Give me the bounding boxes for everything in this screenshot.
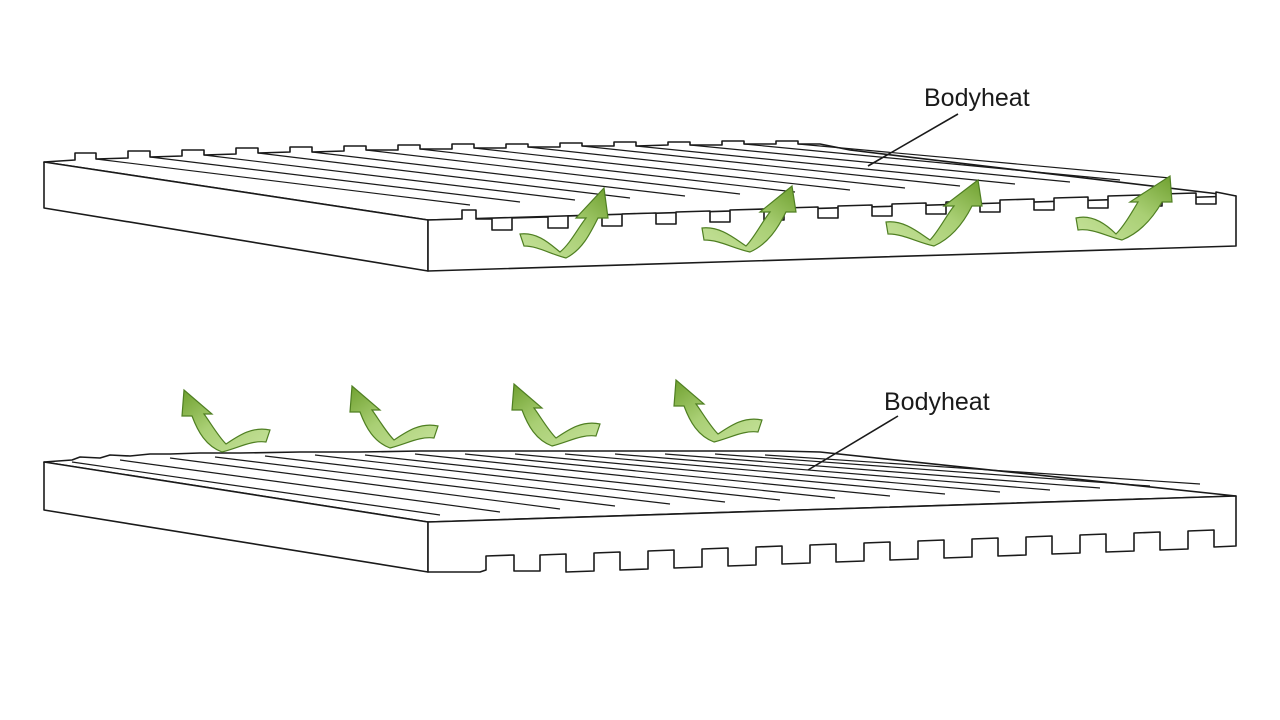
bottom-panel: Bodyheat — [43, 388, 1237, 573]
top-panel-leader-line — [867, 113, 959, 167]
heat-arrow-icon — [701, 184, 797, 253]
heat-arrow-icon — [673, 378, 763, 443]
top-panel-heat-arrows — [519, 174, 1173, 259]
heat-arrow-icon — [1075, 174, 1173, 241]
heat-arrow-icon — [349, 384, 439, 449]
top-panel-grooves — [95, 143, 1171, 206]
heat-arrow-icon — [511, 382, 601, 447]
bottom-panel-top-face — [43, 450, 1237, 523]
bottom-panel-label: Bodyheat — [884, 388, 990, 416]
heat-arrow-icon — [885, 178, 983, 247]
top-panel-label: Bodyheat — [924, 84, 1030, 112]
heat-arrow-icon — [519, 186, 609, 259]
bottom-panel-front-face — [427, 495, 1237, 573]
top-panel: Bodyheat — [43, 84, 1237, 272]
heat-arrow-icon — [181, 388, 271, 453]
top-panel-top-face — [43, 140, 1237, 221]
bottom-panel-leader-line — [807, 415, 899, 471]
bottom-panel-heat-arrows — [181, 378, 763, 453]
bottom-panel-grooves — [71, 453, 1201, 516]
